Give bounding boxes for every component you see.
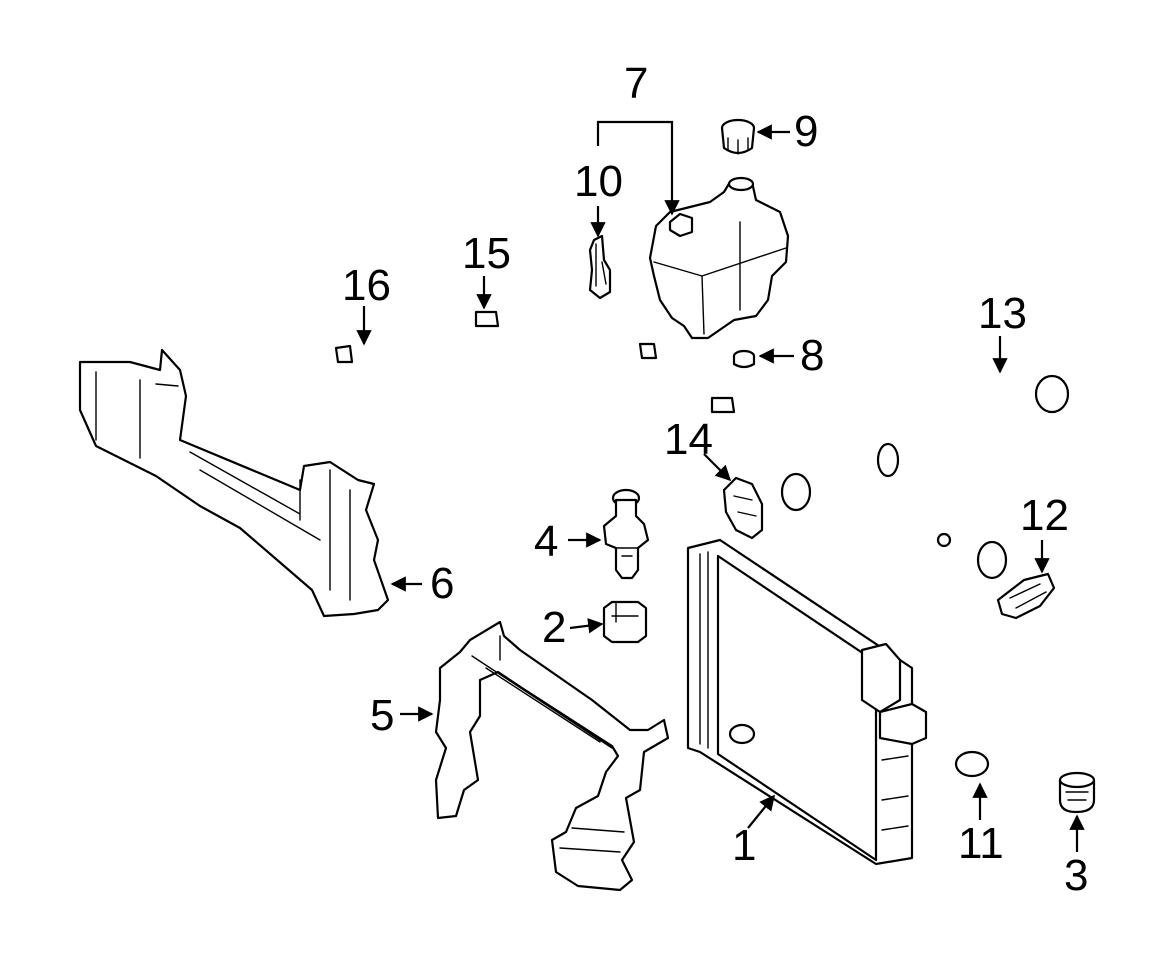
overflow-hose — [444, 310, 736, 414]
seal-ring — [732, 349, 756, 369]
grommet — [602, 600, 648, 644]
upper-hose — [780, 374, 1070, 512]
callout-4: 4 — [534, 517, 558, 566]
callout-3: 3 — [1064, 851, 1088, 900]
callout-7: 7 — [624, 59, 648, 108]
callout-12: 12 — [1020, 491, 1069, 540]
hose-clamp-upper — [722, 476, 764, 540]
leader-lines — [356, 120, 1085, 852]
callout-10: 10 — [574, 157, 623, 206]
drain-plug — [1058, 771, 1096, 814]
callout-11: 11 — [958, 819, 1004, 868]
callout-9: 9 — [794, 107, 818, 156]
hose-clamp — [996, 572, 1056, 620]
callout-15: 15 — [462, 229, 511, 278]
reservoir-cap — [720, 118, 756, 155]
lower-hose — [925, 532, 1008, 781]
support-bracket — [434, 620, 670, 892]
callout-6: 6 — [430, 559, 454, 608]
callout-8: 8 — [800, 331, 824, 380]
coolant-reservoir — [648, 176, 790, 340]
air-duct — [78, 348, 390, 618]
callout-13: 13 — [978, 289, 1027, 338]
callout-16: 16 — [342, 261, 391, 310]
callout-5: 5 — [370, 691, 394, 740]
radiator — [686, 538, 928, 866]
vent-valve — [602, 488, 650, 580]
callout-labels: 1 2 3 4 5 6 7 8 9 10 11 12 13 14 15 16 — [342, 59, 1088, 900]
callout-2: 2 — [542, 603, 566, 652]
vent-hose — [334, 342, 658, 510]
level-sensor — [588, 234, 612, 300]
callout-14: 14 — [664, 415, 713, 464]
callout-1: 1 — [732, 821, 756, 870]
